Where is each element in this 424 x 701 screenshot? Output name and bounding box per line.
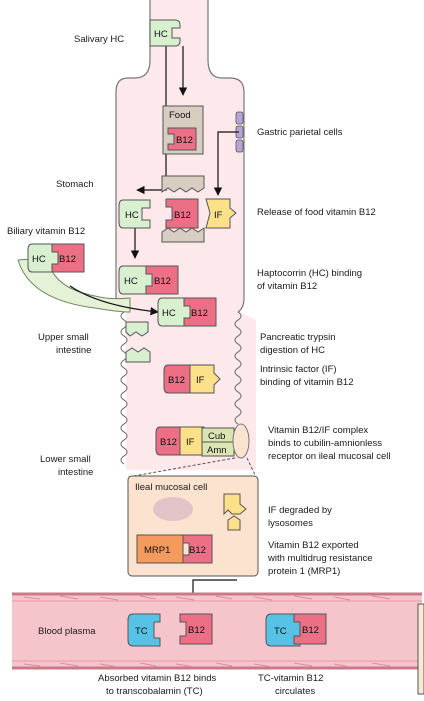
tc-molecule-free: TC <box>127 613 161 647</box>
exported-label-2: with multidrug resistance <box>267 553 373 564</box>
complex-label: Vitamin B12/IF complex <box>268 425 368 436</box>
if-label: IF <box>214 210 223 221</box>
hc-label: HC <box>154 29 168 40</box>
b12-label: B12 <box>59 254 76 265</box>
trypsin-label: Pancreatic trypsin <box>260 332 336 343</box>
exported-label: Vitamin B12 exported <box>268 540 359 551</box>
circulates-label: TC-vitamin B12 <box>258 673 323 684</box>
intestine-wall-right <box>234 311 242 425</box>
b12-label: B12 <box>160 437 177 448</box>
intestine-wall-left <box>120 311 128 465</box>
hc-b12-complex-stomach: HC B12 <box>118 265 179 295</box>
b12-label: B12 <box>189 545 206 556</box>
zoom-line-left <box>127 457 236 478</box>
b12-label: B12 <box>174 210 191 221</box>
exported-label-3: protein 1 (MRP1) <box>268 566 340 577</box>
release-food-b12-label: Release of food vitamin B12 <box>257 207 376 218</box>
lower-small-label-2: intestine <box>58 467 93 478</box>
circulates-label-2: circulates <box>275 686 315 697</box>
b12-if-complex: B12 IF <box>163 364 221 394</box>
free-b12-molecule: B12 <box>165 198 199 229</box>
absorbed-label: Absorbed vitamin B12 binds <box>98 673 217 684</box>
digested-hc-fragments <box>125 321 151 363</box>
if-label: IF <box>196 375 205 386</box>
ileal-cell-label: Ileal mucosal cell <box>135 482 207 493</box>
hc-binding-label-2: of vitamin B12 <box>257 281 317 292</box>
if-binding-label-2: binding of vitamin B12 <box>260 377 353 388</box>
salivary-hc-molecule: HC <box>149 19 181 47</box>
lower-small-label: Lower small <box>40 454 91 465</box>
food-b12-label: B12 <box>176 135 193 146</box>
free-hc-molecule: HC <box>118 199 151 229</box>
b12-label: B12 <box>154 276 171 287</box>
hc-label: HC <box>32 254 46 265</box>
if-degraded-label: IF degraded by <box>268 505 332 516</box>
b12-label: B12 <box>168 375 185 386</box>
amn-label: Amn <box>207 445 227 456</box>
arrow-parietal-to-if <box>213 131 239 196</box>
degraded-if-fragment <box>223 493 247 516</box>
b12-label: B12 <box>191 308 208 319</box>
cub-label: Cub <box>208 431 225 442</box>
tc-label: TC <box>135 626 148 637</box>
food-fragment-top <box>161 175 205 193</box>
zoom-line-right <box>246 457 257 478</box>
gut-wall-right <box>207 0 245 313</box>
ileal-mucosal-cell: Ileal mucosal cell MRP1 B12 <box>127 475 259 577</box>
hc-label: HC <box>162 308 176 319</box>
hc-label: HC <box>125 210 139 221</box>
b12-molecule-plasma: B12 <box>179 613 213 645</box>
upper-small-label-2: intestine <box>56 345 91 356</box>
b12-label: B12 <box>188 625 205 636</box>
hc-b12-complex-biliary: HC B12 <box>27 243 85 273</box>
biliary-b12-label: Biliary vitamin B12 <box>7 226 85 237</box>
b12-label: B12 <box>302 625 319 636</box>
salivary-hc-label: Salivary HC <box>74 34 124 45</box>
tissue-edge <box>417 603 424 695</box>
hc-binding-label: Haptocorrin (HC) binding <box>257 268 362 279</box>
cubilin-amnionless-complex: B12 IF Cub Amn <box>155 423 250 459</box>
gastric-parietal-cells <box>235 111 244 153</box>
arrow-salivary-to-stomach <box>136 46 167 195</box>
hc-b12-complex-intestine: HC B12 <box>157 297 217 327</box>
stomach-label: Stomach <box>56 179 94 190</box>
tc-b12-complex: TC B12 <box>265 613 327 647</box>
blood-vessel <box>12 592 422 670</box>
absorbed-label-2: to transcobalamin (TC) <box>106 686 203 697</box>
if-degraded-label-2: lysosomes <box>268 518 313 529</box>
food-label: Food <box>169 110 191 121</box>
blood-plasma-label: Blood plasma <box>38 626 96 637</box>
tc-label: TC <box>274 626 287 637</box>
gastric-parietal-label: Gastric parietal cells <box>257 127 343 138</box>
arrow-biliary-to-intestine <box>69 285 159 316</box>
if-molecule-stomach: IF <box>205 198 237 229</box>
trypsin-label-2: digestion of HC <box>260 345 325 356</box>
if-label: IF <box>186 437 195 448</box>
lysosome <box>153 497 193 521</box>
complex-label-2: binds to cubilin-amnionless <box>268 438 382 449</box>
hc-label: HC <box>124 276 138 287</box>
food-container: Food B12 <box>162 105 204 155</box>
degraded-if-fragment-small <box>227 515 241 531</box>
upper-small-label: Upper small <box>38 332 89 343</box>
complex-label-3: receptor on ileal mucosal cell <box>268 451 391 462</box>
mrp1-label: MRP1 <box>144 545 170 556</box>
if-binding-label: Intrinsic factor (IF) <box>260 364 337 375</box>
